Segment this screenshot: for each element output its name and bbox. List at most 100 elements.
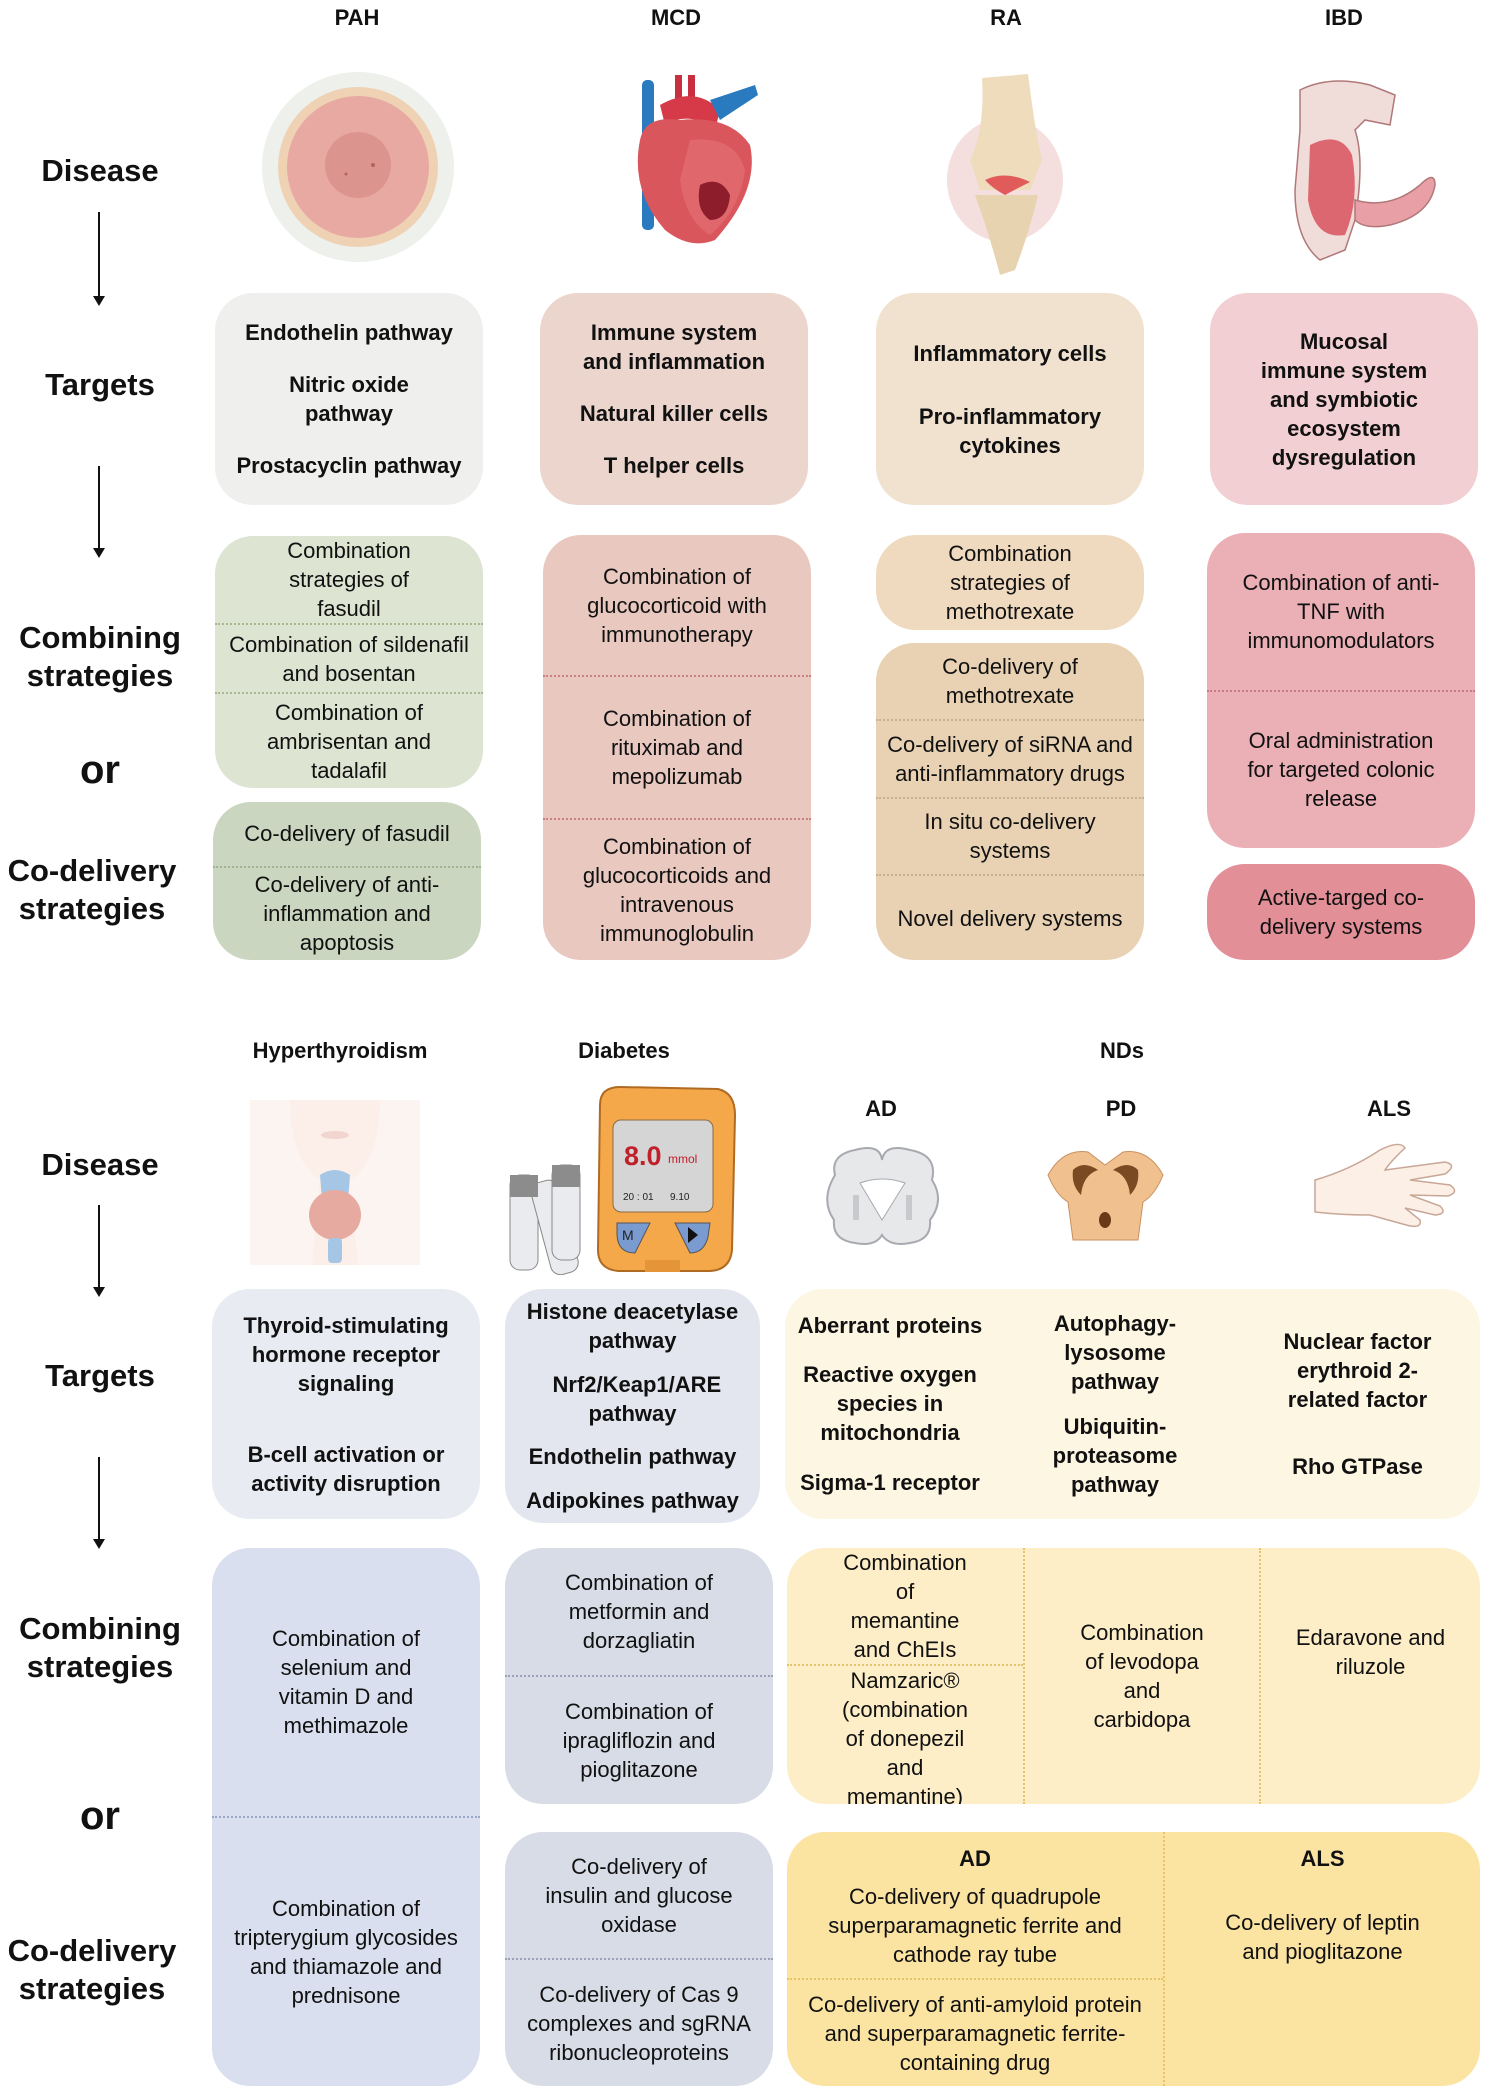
- disease-header-ibd: IBD: [1325, 5, 1363, 30]
- combining-box-ibd: Combination of anti-TNF with immunomodul…: [1207, 533, 1475, 848]
- targets-column-pd: Autophagy-lysosome pathway Ubiquitin-pro…: [995, 1289, 1235, 1519]
- meter-unit: mmol: [668, 1152, 698, 1166]
- disease-header-mcd: MCD: [650, 5, 702, 30]
- strategy-item: Combination of sildenafil and bosentan: [215, 623, 483, 692]
- target-item: Adipokines pathway: [526, 1487, 739, 1513]
- targets-box-ra: Inflammatory cells Pro-inflammatory cyto…: [876, 293, 1144, 505]
- row-label-targets: Targets: [45, 367, 155, 402]
- combining-box-nds: Combination of memantine and ChEIs Namza…: [787, 1548, 1480, 1804]
- codelivery-box-diabetes: Co-delivery of insulin and glucose oxida…: [505, 1832, 773, 2086]
- strategy-item: Oral administration for targeted colonic…: [1207, 689, 1475, 849]
- hand-icon: [1314, 1143, 1456, 1228]
- arrow-down-icon: [93, 1205, 105, 1297]
- arrow-down-icon: [93, 1457, 105, 1549]
- target-item: Aberrant proteins: [797, 1313, 983, 1339]
- strategy-item: Edaravone and riluzole: [1259, 1548, 1480, 1804]
- target-item: Mucosal immune system and symbiotic ecos…: [1260, 328, 1428, 470]
- strategy-item: Combination of selenium and vitamin D an…: [272, 1626, 420, 1738]
- strategy-item: Combination of ambrisentan and tadalafil: [215, 692, 483, 788]
- codelivery-header-als: ALS: [1300, 1846, 1345, 1871]
- row-label-disease: Disease: [41, 153, 159, 188]
- strategy-item: Combination strategies of fasudil: [287, 538, 411, 621]
- meter-date: 9.10: [670, 1192, 690, 1203]
- codelivery-header-ad: AD: [959, 1846, 991, 1871]
- row-label-or: or: [80, 1794, 120, 1838]
- row-label-combining: Combining strategies: [19, 620, 181, 693]
- disease-header-pd: PD: [1105, 1096, 1137, 1121]
- codelivery-column-ad: AD Co-delivery of quadrupole superparama…: [787, 1832, 1163, 2086]
- target-item: Rho GTPase: [1292, 1454, 1423, 1479]
- strategies-box-mcd: Combination of glucocorticoid with immun…: [543, 535, 811, 960]
- disease-header-ra: RA: [990, 5, 1022, 30]
- thyroid-icon: [250, 1100, 420, 1265]
- disease-header-pah: PAH: [334, 5, 380, 30]
- disease-header-als: ALS: [1367, 1096, 1411, 1121]
- combining-box-ra: Combination strategies of methotrexate: [876, 535, 1144, 630]
- strategies-box-hyperthyroidism: Combination of selenium and vitamin D an…: [212, 1548, 480, 2086]
- strategy-item: Combination of tripterygium glycosides a…: [212, 1816, 480, 2086]
- arrow-down-icon: [93, 466, 105, 558]
- targets-box-mcd: Immune system and inflammation Natural k…: [540, 293, 808, 505]
- codelivery-column-als: ALS Co-delivery of leptin and pioglitazo…: [1163, 1832, 1480, 2086]
- target-item: Natural killer cells: [579, 400, 769, 426]
- target-item: Autophagy-lysosome pathway: [1053, 1311, 1177, 1394]
- strategy-item: Combination of ipragliflozin and pioglit…: [505, 1675, 773, 1804]
- strategy-item: Combination of glucocorticoids and intra…: [543, 817, 811, 960]
- brain-section-icon: [826, 1147, 939, 1245]
- target-item: T helper cells: [603, 452, 745, 478]
- target-item: Histone deacetylase pathway: [526, 1299, 739, 1353]
- strategy-item: Combination of levodopa and carbidopa: [1023, 1548, 1259, 1804]
- target-item: Endothelin pathway: [528, 1444, 737, 1470]
- strategy-item: Combination of rituximab and mepolizumab: [543, 675, 811, 817]
- target-item: B-cell activation or activity disruption: [247, 1441, 445, 1496]
- midbrain-icon: [1047, 1150, 1164, 1241]
- targets-box-ibd: Mucosal immune system and symbiotic ecos…: [1210, 293, 1478, 505]
- strategy-item: Combination of anti-TNF with immunomodul…: [1242, 569, 1440, 653]
- colon-icon: [1294, 80, 1436, 261]
- strategy-item: Combination of memantine and ChEIs: [843, 1550, 967, 1662]
- target-item: Sigma-1 receptor: [800, 1469, 980, 1495]
- combining-box-diabetes: Combination of metformin and dorzagliati…: [505, 1548, 773, 1804]
- row-label-or: or: [80, 748, 120, 792]
- strategy-item: Namzaric® (combination of donepezil and …: [787, 1664, 1023, 1804]
- row-label-disease: Disease: [41, 1147, 159, 1182]
- strategy-item: Co-delivery of methotrexate: [942, 653, 1078, 708]
- target-item: Reactive oxygen species in mitochondria: [803, 1362, 977, 1446]
- disease-header-ad: AD: [865, 1096, 897, 1121]
- disease-header-diabetes: Diabetes: [578, 1038, 670, 1063]
- combining-column-ad: Combination of memantine and ChEIs Namza…: [787, 1548, 1023, 1804]
- strategy-item: Combination of glucocorticoid with immun…: [587, 563, 767, 647]
- strategy-item: Combination of metformin and dorzagliati…: [565, 1570, 713, 1653]
- combining-box-pah: Combination strategies of fasudil Combin…: [215, 536, 483, 788]
- codelivery-box-nds: AD Co-delivery of quadrupole superparama…: [787, 1832, 1480, 2086]
- targets-box-nds: Aberrant proteins Reactive oxygen specie…: [785, 1289, 1480, 1519]
- disease-header-hyperthyroidism: Hyperthyroidism: [252, 1038, 428, 1063]
- target-item: Endothelin pathway: [245, 320, 453, 346]
- test-strips-icon: [509, 1085, 737, 1275]
- meter-m-button: M: [622, 1227, 634, 1243]
- target-item: Pro-inflammatory cytokines: [918, 403, 1102, 458]
- strategy-item: In situ co-delivery systems: [876, 796, 1144, 875]
- glucose-meter-icon: 8.0 mmol 20 : 01 9.10 M: [500, 1075, 750, 1275]
- target-item: Prostacyclin pathway: [236, 452, 462, 478]
- row-label-combining: Combining strategies: [19, 1611, 181, 1684]
- codelivery-box-pah: Co-delivery of fasudil Co-delivery of an…: [213, 802, 481, 960]
- strategy-item: Co-delivery of anti-inflammation and apo…: [213, 865, 481, 961]
- row-label-codelivery: Co-delivery strategies: [7, 1933, 177, 2006]
- strategy-item: Co-delivery of siRNA and anti-inflammato…: [876, 718, 1144, 797]
- targets-box-hyperthyroidism: Thyroid-stimulating hormone receptor sig…: [212, 1289, 480, 1519]
- target-item: Immune system and inflammation: [582, 320, 766, 375]
- vessel-cross-section-icon: [262, 72, 454, 262]
- strategy-item: Co-delivery of insulin and glucose oxida…: [545, 1853, 733, 1937]
- targets-column-als: Nuclear factor erythroid 2-related facto…: [1235, 1289, 1480, 1519]
- meter-time: 20 : 01: [623, 1192, 654, 1203]
- strategy-item: Combination strategies of methotrexate: [945, 541, 1075, 624]
- strategy-item: Co-delivery of anti-amyloid protein and …: [787, 1978, 1163, 2086]
- heart-icon: [637, 75, 758, 244]
- row-label-targets: Targets: [45, 1358, 155, 1393]
- codelivery-box-ibd: Active-targed co-delivery systems: [1207, 864, 1475, 960]
- target-item: Nuclear factor erythroid 2-related facto…: [1283, 1329, 1432, 1412]
- codelivery-box-ra: Co-delivery of methotrexate Co-delivery …: [876, 643, 1144, 960]
- strategy-item: Active-targed co-delivery systems: [1257, 885, 1425, 939]
- targets-box-diabetes: Histone deacetylase pathway Nrf2/Keap1/A…: [505, 1289, 760, 1523]
